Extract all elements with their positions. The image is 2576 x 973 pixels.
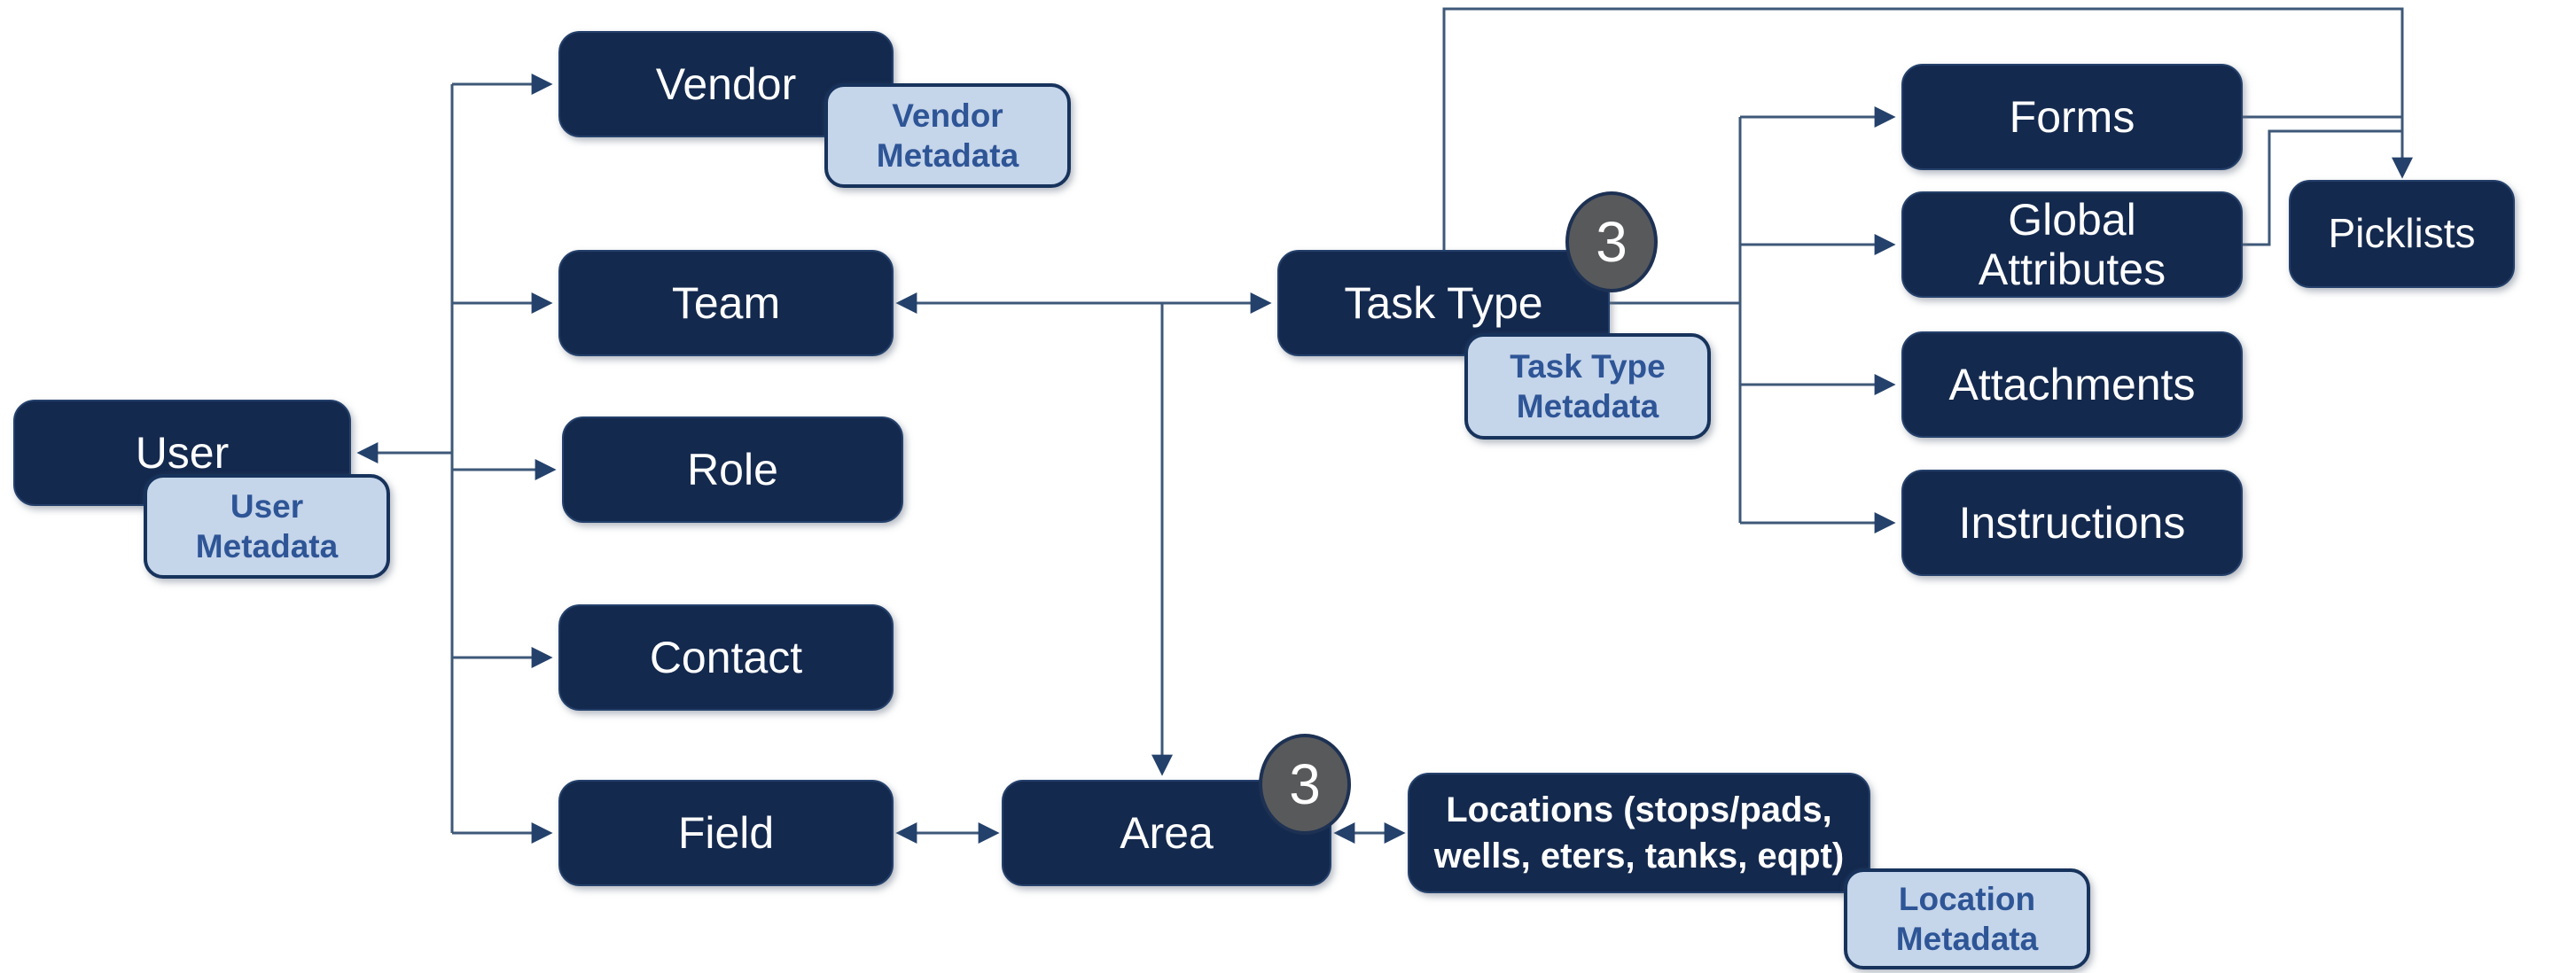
node-attachments: Attachments [1901,331,2243,438]
metadata-node-task-type: Task Type Metadata [1464,333,1711,440]
node-global-attributes: Global Attributes [1901,191,2243,298]
node-team: Team [558,250,894,356]
node-forms: Forms [1901,64,2243,170]
node-field: Field [558,780,894,886]
node-area: Area [1002,780,1331,886]
node-locations: Locations (stops/pads, wells, eters, tan… [1408,773,1870,893]
metadata-node-location: Location Metadata [1844,868,2090,969]
node-role: Role [562,416,903,523]
metadata-node-vendor: Vendor Metadata [824,83,1071,188]
count-badge-area: 3 [1259,734,1351,835]
count-badge-task-type: 3 [1565,191,1658,292]
node-picklists: Picklists [2289,180,2515,288]
connector-tasktype-top-picklists [1442,7,2413,250]
connector-global-attributes-to-picklists [2243,129,2402,246]
node-contact: Contact [558,604,894,711]
metadata-node-user: User Metadata [144,474,390,579]
node-instructions: Instructions [1901,470,2243,576]
